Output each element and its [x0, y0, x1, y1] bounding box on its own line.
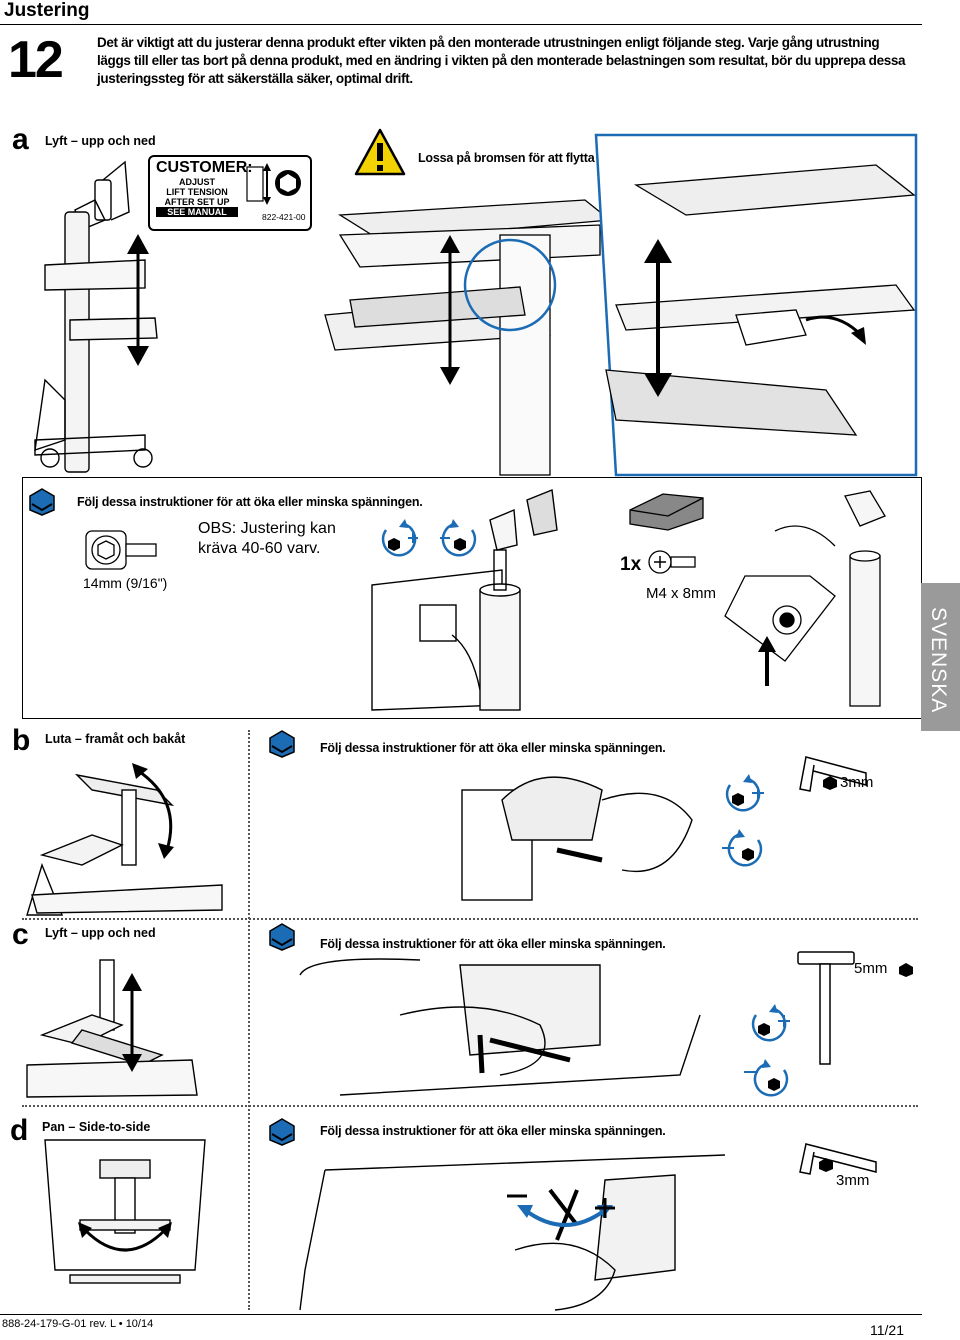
- section-d-instruction: Följ dessa instruktioner för att öka ell…: [320, 1124, 666, 1138]
- instruction-icon: [29, 488, 55, 516]
- customer-label-title: CUSTOMER:: [156, 159, 253, 176]
- intro-text: Det är viktigt att du justerar denna pro…: [97, 35, 906, 86]
- turns-note-line1: OBS: Justering kan: [198, 520, 336, 537]
- section-c-key-size: 5mm: [854, 960, 888, 977]
- cart-illustration: [34, 160, 158, 473]
- turns-note: OBS: Justering kan kräva 40-60 varv.: [198, 519, 336, 559]
- brake-warning: Lossa på bromsen för att flytta risern.: [418, 151, 635, 165]
- title-rule: [0, 24, 922, 25]
- decrease-tension-icon: [722, 829, 763, 867]
- increase-tension-icon: [381, 519, 418, 557]
- section-b-instruction: Följ dessa instruktioner för att öka ell…: [320, 741, 666, 755]
- tilt-adjust-illustration: [461, 776, 693, 901]
- customer-label-part: 822-421-00: [262, 212, 306, 222]
- screw-spec: M4 x 8mm: [646, 585, 717, 602]
- hex-icon: [899, 963, 913, 977]
- end-cap-icon: [629, 493, 704, 531]
- page-number: 11/21: [870, 1322, 904, 1338]
- section-a-letter: a: [12, 123, 29, 156]
- page-title: Justering: [4, 0, 90, 21]
- decrease-tension-icon: [440, 519, 477, 557]
- pan-illustration: [44, 1139, 206, 1284]
- section-b-key-size: 3mm: [840, 774, 874, 791]
- post-cap-detail: [724, 490, 886, 707]
- hex-icon: [819, 1158, 833, 1172]
- pan-adjust-illustration: [299, 1154, 726, 1311]
- customer-label-line2: LIFT TENSION: [166, 187, 228, 197]
- customer-label-line4: SEE MANUAL: [156, 207, 238, 217]
- warning-icon: [354, 128, 406, 176]
- footer-rule: [0, 1314, 922, 1315]
- turns-note-line2: kräva 40-60 varv.: [198, 540, 321, 557]
- socket-size: 14mm (9/16"): [83, 575, 168, 591]
- keyboard-tray-illustration: [324, 199, 612, 476]
- monitor-post-illustration: [371, 489, 558, 711]
- section-b-letter: b: [12, 724, 31, 757]
- hex-icon: [823, 776, 837, 790]
- customer-label: CUSTOMER: ADJUST LIFT TENSION AFTER SET …: [148, 155, 312, 231]
- tilt-illustration: [26, 763, 223, 916]
- instruction-icon: [269, 1118, 295, 1146]
- screw-icon: [648, 550, 696, 574]
- section-a-caption: Lyft – upp och ned: [45, 134, 156, 148]
- socket-icon: [85, 530, 157, 570]
- hex-key-icon: [799, 1143, 877, 1175]
- instruction-icon: [269, 730, 295, 758]
- decrease-tension-icon: [744, 1059, 789, 1097]
- section-c-caption: Lyft – upp och ned: [45, 926, 156, 940]
- section-d-caption: Pan – Side-to-side: [42, 1120, 151, 1134]
- lift-adjust-illustration: [299, 958, 701, 1096]
- section-divider-cd: [22, 1105, 918, 1107]
- hex-key-icon: [799, 756, 867, 792]
- customer-label-line1: ADJUST: [178, 177, 215, 187]
- section-a-instruction: Följ dessa instruktioner för att öka ell…: [77, 495, 423, 509]
- column-divider: [248, 730, 250, 1310]
- language-tab: SVENSKA: [921, 583, 960, 731]
- section-d-key-size: 3mm: [836, 1172, 870, 1189]
- section-d-letter: d: [10, 1114, 29, 1147]
- brake-zoom-illustration: [594, 133, 918, 477]
- step-number: 12: [8, 31, 64, 89]
- lift-tension-icon: [246, 163, 301, 205]
- language-tab-label: SVENSKA: [927, 607, 950, 714]
- section-b-caption: Luta – framåt och bakåt: [45, 732, 186, 746]
- customer-label-line3: AFTER SET UP: [164, 197, 230, 207]
- section-c-instruction: Följ dessa instruktioner för att öka ell…: [320, 937, 666, 951]
- section-divider-bc: [22, 918, 918, 920]
- increase-tension-icon: [725, 774, 764, 812]
- doc-id: 888-24-179-G-01 rev. L • 10/14: [2, 1318, 154, 1330]
- section-c-letter: c: [12, 918, 29, 951]
- instruction-icon: [269, 923, 295, 951]
- increase-tension-icon: [751, 1004, 790, 1042]
- t-handle-key-icon: [797, 951, 855, 1065]
- lift-illustration: [26, 959, 198, 1098]
- screw-qty: 1x: [620, 554, 642, 575]
